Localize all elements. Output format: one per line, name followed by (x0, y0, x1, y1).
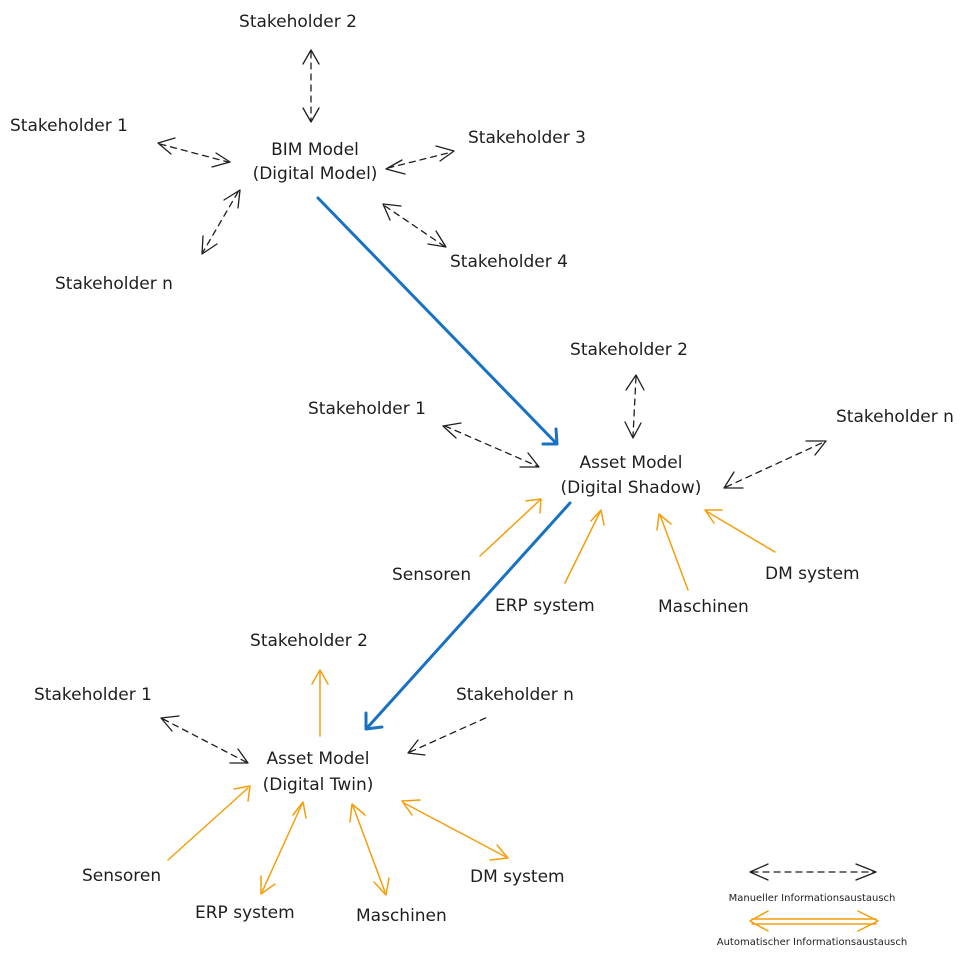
twin-erp-label: ERP system (195, 903, 295, 923)
legend-manual-arrow (749, 863, 877, 881)
shadow-dm-label: DM system (765, 564, 860, 584)
shadow-stakeholder-n-label: Stakeholder n (836, 407, 954, 427)
shadow-arrow-erp (564, 509, 605, 584)
legend-automatic-label: Automatischer Informationsaustausch (717, 937, 907, 948)
shadow-model-subtitle: (Digital Shadow) (561, 478, 702, 498)
twin-stakeholder-1-label: Stakeholder 1 (34, 685, 152, 705)
legend-manual-label: Manueller Informationsaustausch (729, 893, 896, 904)
bim-model-title: BIM Model (271, 140, 359, 160)
shadow-arrow-sensoren (479, 498, 542, 557)
bim-stakeholder-1-label: Stakeholder 1 (10, 116, 128, 136)
twin-arrow-stakeholder-n (407, 715, 491, 756)
bim-arrow-stakeholder-4 (382, 203, 447, 248)
twin-stakeholder-n-label: Stakeholder n (456, 685, 574, 705)
shadow-sensoren-label: Sensoren (392, 565, 471, 585)
bim-stakeholder-2-label: Stakeholder 2 (239, 12, 357, 32)
legend-automatic-arrow (749, 910, 879, 932)
shadow-arrow-stakeholder-1 (442, 422, 540, 468)
shadow-erp-label: ERP system (495, 596, 595, 616)
shadow-stakeholder-1-label: Stakeholder 1 (308, 399, 426, 419)
twin-arrow-sensoren (167, 785, 251, 861)
bim-model-cluster: BIM Model (Digital Model) Stakeholder 2 … (10, 12, 586, 294)
twin-arrow-dm (401, 799, 509, 861)
bim-arrow-stakeholder-2 (302, 49, 320, 123)
bim-stakeholder-3-label: Stakeholder 3 (468, 128, 586, 148)
transition-arrow-shadow-to-twin (364, 501, 572, 731)
twin-sensoren-label: Sensoren (82, 866, 161, 886)
shadow-arrow-stakeholder-n (723, 440, 827, 489)
shadow-arrow-dm (704, 509, 776, 553)
twin-model-title: Asset Model (267, 749, 370, 769)
bim-arrow-stakeholder-3 (385, 145, 455, 175)
twin-arrow-stakeholder-1 (160, 715, 249, 764)
twin-arrow-erp (260, 801, 307, 895)
shadow-stakeholder-2-label: Stakeholder 2 (570, 340, 688, 360)
shadow-arrow-stakeholder-2 (624, 374, 645, 439)
bim-stakeholder-n-label: Stakeholder n (55, 274, 173, 294)
shadow-maschinen-label: Maschinen (658, 597, 749, 617)
twin-maschinen-label: Maschinen (356, 906, 447, 926)
twin-arrow-stakeholder-2 (311, 669, 329, 737)
shadow-arrow-maschinen (656, 513, 689, 591)
bim-model-subtitle: (Digital Model) (253, 164, 378, 184)
bim-arrow-stakeholder-n (201, 189, 241, 255)
twin-dm-label: DM system (470, 867, 565, 887)
shadow-model-title: Asset Model (580, 453, 683, 473)
bim-arrow-stakeholder-1 (157, 137, 231, 168)
digital-twin-cluster: Asset Model (Digital Twin) Stakeholder 2… (34, 631, 574, 926)
twin-model-subtitle: (Digital Twin) (263, 775, 374, 795)
bim-stakeholder-4-label: Stakeholder 4 (450, 252, 568, 272)
digital-shadow-cluster: Asset Model (Digital Shadow) Stakeholder… (308, 340, 954, 617)
twin-stakeholder-2-label: Stakeholder 2 (250, 631, 368, 651)
twin-arrow-maschinen (349, 803, 390, 896)
legend: Manueller Informationsaustausch Automati… (717, 863, 907, 948)
transition-arrow-bim-to-shadow (316, 196, 559, 446)
